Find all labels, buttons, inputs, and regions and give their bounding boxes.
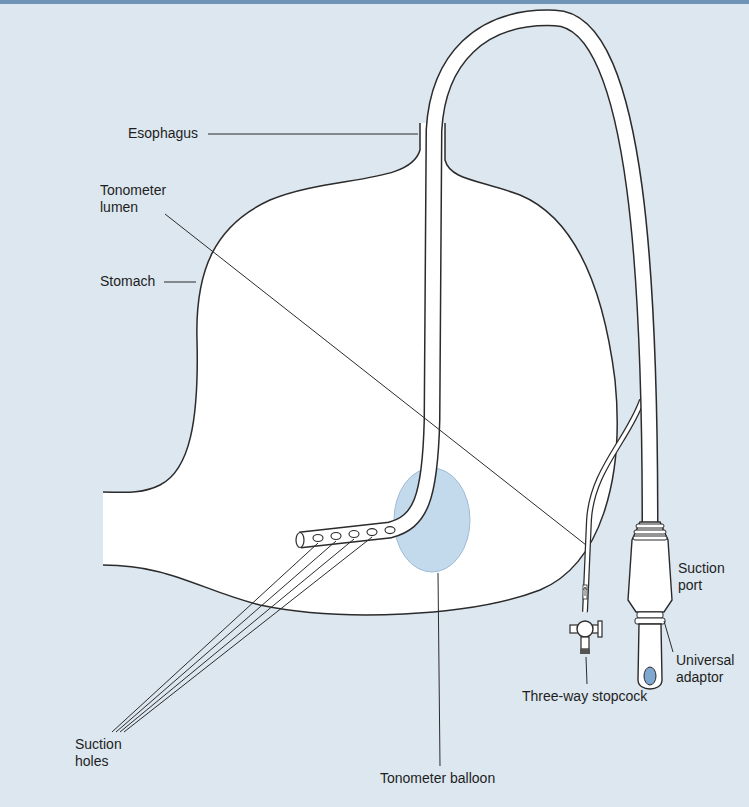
top-bar xyxy=(0,0,749,4)
leader-line xyxy=(112,543,318,732)
leader-lines xyxy=(164,134,673,766)
part-label: Universal adaptor xyxy=(676,652,744,686)
part-label: Three-way stopcock xyxy=(522,688,672,705)
tube-fill xyxy=(300,18,650,540)
leader-line xyxy=(120,539,354,732)
hole-leaders xyxy=(112,537,372,732)
suction-hole xyxy=(313,535,323,542)
stopcock-symbol xyxy=(570,585,602,654)
part-label: Tonometer balloon xyxy=(380,770,520,787)
part-label: Suction holes xyxy=(75,736,145,770)
part-label: Tonometer lumen xyxy=(100,182,180,216)
leader-line xyxy=(116,541,336,732)
suction-hole xyxy=(385,527,395,534)
tube-end xyxy=(296,533,304,548)
tube-outline xyxy=(300,18,650,540)
suction-hole xyxy=(349,531,359,538)
leader-line xyxy=(124,537,372,732)
part-label: Suction port xyxy=(678,560,740,594)
suction-hole xyxy=(331,533,341,540)
suction-hole xyxy=(367,529,377,536)
suction-port xyxy=(628,522,672,689)
part-label: Stomach xyxy=(100,273,170,290)
part-label: Esophagus xyxy=(128,125,218,142)
